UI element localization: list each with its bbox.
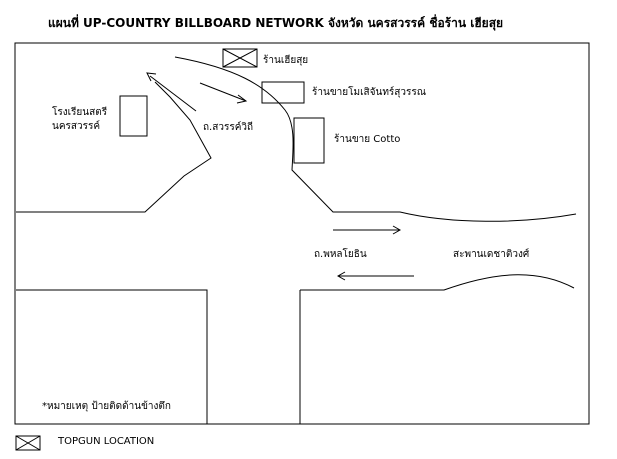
shop-cotto-label: ร้านขาย Cotto xyxy=(334,134,401,145)
legend-x-box-icon xyxy=(15,435,41,451)
shop-mosaic-label: ร้านขายโมเสิจันทร์สุวรรณ xyxy=(312,87,427,98)
road-sawanwithi-label: ถ.สวรรค์วิถี xyxy=(203,122,254,133)
map-title: แผนที่ UP-COUNTRY BILLBOARD NETWORK จังห… xyxy=(48,16,504,30)
map-frame xyxy=(14,42,590,425)
school-label-line1: โรงเรียนสตรี xyxy=(52,107,108,118)
cotto-shop-building xyxy=(293,117,325,164)
note-label: *หมายเหตุ ป้ายติดด้านข้างตึก xyxy=(42,401,171,412)
legend-label: TOPGUN LOCATION xyxy=(58,436,155,447)
school-label-line2: นครสวรรค์ xyxy=(52,121,101,132)
topgun-marker-icon xyxy=(222,48,258,68)
school-building xyxy=(119,95,148,137)
bridge-label: สะพานเดชาติวงศ์ xyxy=(453,249,530,260)
arrow-west-icon xyxy=(336,271,414,281)
road-edge-east xyxy=(174,56,577,222)
road-phahonyothin-label: ถ.พหลโยธิน xyxy=(314,249,367,260)
arrow-southeast-icon xyxy=(199,82,248,104)
road-edge-south-west xyxy=(16,289,208,424)
road-edge-west xyxy=(16,81,212,213)
arrow-east-icon xyxy=(333,225,402,235)
road-edge-south-east xyxy=(300,274,575,291)
mosaic-shop-building xyxy=(261,81,305,104)
shop-hiasui-label: ร้านเฮียสุย xyxy=(263,55,309,66)
arrow-northwest-icon xyxy=(146,72,197,112)
